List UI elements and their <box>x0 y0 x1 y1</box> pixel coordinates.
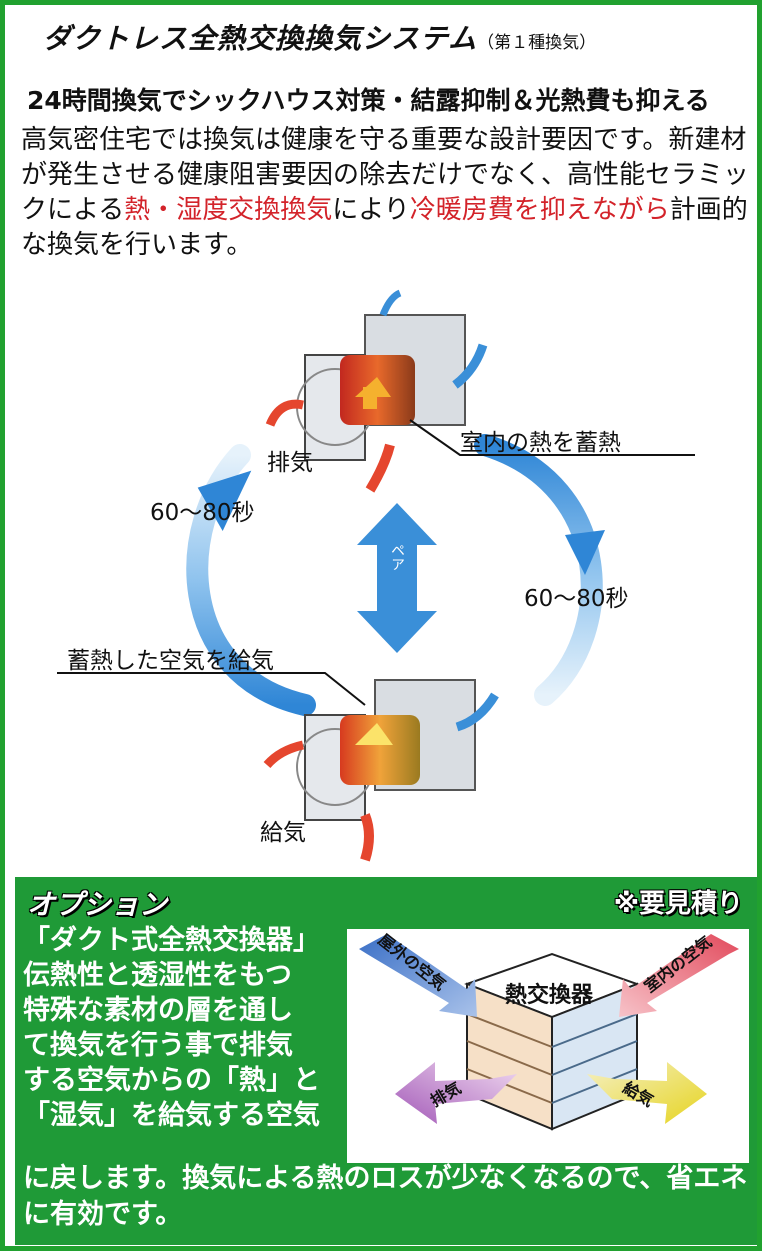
title-note: （第１種換気） <box>477 33 597 53</box>
outflow-arrow-top <box>379 289 402 317</box>
supply-heat-label: 蓄熱した空気を給気 <box>67 648 274 674</box>
option-line: する空気からの「熱」と <box>23 1065 320 1096</box>
outdoor-air-arrow <box>359 934 477 1017</box>
option-description-end: に戻します。換気による熱のロスが少なくなるので、省エネに有効です。 <box>23 1163 748 1230</box>
supply-air-arrow <box>587 1062 707 1124</box>
flow-arc-right <box>474 434 603 706</box>
leader-line-supply-heat <box>57 672 366 706</box>
supply-label: 給気 <box>260 820 306 846</box>
ventilation-unit-top <box>296 314 466 461</box>
ventilation-diagram: 排気 60〜80秒 室内の熱を蓄熱 60〜80秒 ペア 蓄熱した空気を給気 給気 <box>5 275 762 875</box>
supply-arrow-down <box>360 813 374 862</box>
heat-exchanger-illustration: 熱交換器 屋外の空気 室内の空気 排気 給気 <box>347 929 749 1163</box>
inflow-arrow-right <box>455 692 499 732</box>
pair-double-arrow <box>357 503 437 653</box>
option-line: 「ダクト式全熱交換器」 <box>23 925 320 956</box>
flow-arrowhead-right <box>565 530 605 575</box>
option-line: て換気を行う事で排気 <box>23 1030 293 1061</box>
interval-right-label: 60〜80秒 <box>524 586 629 612</box>
intro-paragraph: 高気密住宅では換気は健康を守る重要な設計要因です。新建材が発生させる健康阻害要因… <box>21 123 756 263</box>
pair-label: ペア <box>389 543 405 571</box>
exhaust-label: 排気 <box>267 450 313 476</box>
intro-highlight-2: 冷暖房費を抑えながら <box>409 195 670 225</box>
intro-text-1: 高気密住宅では換気は健康を守る重要な設計要因です。新建材が発生させる健康阻害要因… <box>21 125 750 225</box>
exhaust-air-arrow <box>395 1062 517 1124</box>
intro-highlight-1: 熱・湿度交換換気 <box>124 195 333 225</box>
page-subtitle: 24時間換気でシックハウス対策・結露抑制＆光熱費も抑える <box>27 86 710 115</box>
exhaust-arrow-up <box>365 443 395 493</box>
option-line: 伝熱性と透湿性をもつ <box>23 960 292 991</box>
intro-text-2: により <box>332 195 410 225</box>
option-line: 特殊な素材の層を通し <box>23 995 293 1026</box>
option-title: オプション <box>27 888 168 921</box>
indoor-air-arrow <box>619 934 739 1017</box>
option-panel: オプション ※要見積り 「ダクト式全熱交換器」 伝熱性と透湿性をもつ 特殊な素材… <box>15 877 757 1245</box>
interval-left-label: 60〜80秒 <box>150 500 255 526</box>
flow-arrowhead-left <box>197 470 252 531</box>
page-title: ダクトレス全熱交換換気システム（第１種換気） <box>43 17 596 57</box>
heat-exchanger-graphic <box>359 934 739 1131</box>
outflow-arrow-right <box>452 343 488 389</box>
store-heat-label: 室内の熱を蓄熱 <box>460 430 621 456</box>
intro-text-3: 計画的な換気を行います。 <box>21 195 748 260</box>
ventilation-unit-bottom <box>296 679 476 821</box>
estimate-note: ※要見積り <box>613 889 743 919</box>
exhaust-arrow-in <box>265 399 304 427</box>
ventilation-diagram-graphic <box>57 289 695 862</box>
exchanger-label: 熱交換器 <box>505 983 594 1008</box>
leader-line-store-heat <box>409 419 695 456</box>
option-line: 「湿気」を給気する空気 <box>23 1100 320 1131</box>
supply-arrow-left <box>263 740 305 769</box>
title-text: ダクトレス全熱交換換気システム <box>43 22 478 55</box>
option-description: 「ダクト式全熱交換器」 伝熱性と透湿性をもつ 特殊な素材の層を通し て換気を行う… <box>23 923 353 1133</box>
